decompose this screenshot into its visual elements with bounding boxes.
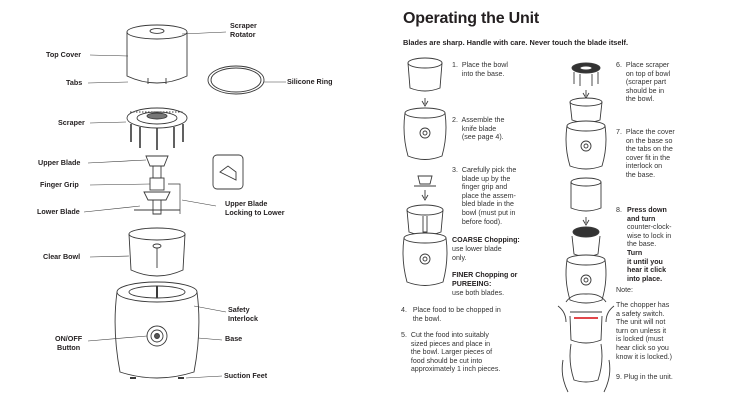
step-8-click: Turn it until you hear it click into pla… [627, 249, 667, 283]
note-label: Note: [616, 286, 633, 294]
label-clear-bowl: Clear Bowl [43, 252, 81, 261]
warning-text: Blades are sharp. Handle with care. Neve… [403, 38, 629, 47]
label-upper-blade-locking: Upper Blade Locking to Lower [225, 199, 285, 217]
fine-heading: FINER Chopping or PUREEING: [452, 271, 518, 288]
note-text: The chopper has a safety switch. The uni… [616, 301, 672, 361]
blade-assembly-drawing [134, 155, 181, 215]
coarse-body: use lower blade only. [452, 245, 502, 262]
step-3: 3. Carefully pick the blade up by the fi… [452, 166, 517, 226]
label-scraper-rotator: Scraper Rotator [230, 21, 257, 39]
step3-blade-drawing [414, 175, 436, 201]
label-tabs: Tabs [66, 78, 83, 87]
step6-drawing [565, 62, 607, 170]
scraper-drawing [126, 107, 188, 150]
page-title: Operating the Unit [403, 10, 539, 27]
step-6: 6. Place scraper on top of bowl (scraper… [616, 61, 671, 104]
base-drawing [114, 281, 200, 379]
step2-base-drawing [403, 107, 447, 160]
fine-body: use both blades. [452, 289, 505, 297]
label-safety-interlock: Safety Interlock [228, 305, 258, 323]
step-2: 2. Assemble the knife blade (see page 4)… [452, 116, 505, 142]
label-on-off-button: ON/OFF Button [55, 334, 83, 352]
step-5: 5. Cut the food into suitably sized piec… [401, 331, 501, 374]
label-silicone-ring: Silicone Ring [287, 77, 333, 86]
top-cover-drawing [126, 24, 188, 84]
step-8-press: Press down and turn [627, 206, 667, 223]
step7-drawing [565, 177, 607, 304]
label-top-cover: Top Cover [46, 50, 82, 59]
label-lower-blade: Lower Blade [37, 207, 80, 216]
step1-drawing [407, 57, 443, 107]
locking-detail-drawing [212, 154, 244, 190]
step3-base-drawing [402, 204, 448, 286]
label-scraper: Scraper [58, 118, 85, 127]
step-9: 9. Plug in the unit. [616, 373, 673, 381]
step-8-turn: counter-clock- wise to lock in the base. [627, 223, 672, 249]
label-upper-blade: Upper Blade [38, 158, 81, 167]
coarse-heading: COARSE Chopping: [452, 236, 520, 244]
step-4: 4. Place food to be chopped in the bowl. [401, 306, 501, 323]
step-8-number: 8. [616, 206, 622, 214]
step-1: 1. Place the bowl into the base. [452, 61, 508, 78]
label-base: Base [225, 334, 243, 343]
label-suction-feet: Suction Feet [224, 371, 268, 380]
label-finger-grip: Finger Grip [40, 180, 79, 189]
note-hands-drawing [557, 293, 615, 393]
leader-lines [83, 31, 286, 379]
clear-bowl-drawing [128, 227, 186, 277]
silicone-ring-drawing [207, 65, 265, 95]
step-7: 7. Place the cover on the base so the ta… [616, 128, 675, 179]
